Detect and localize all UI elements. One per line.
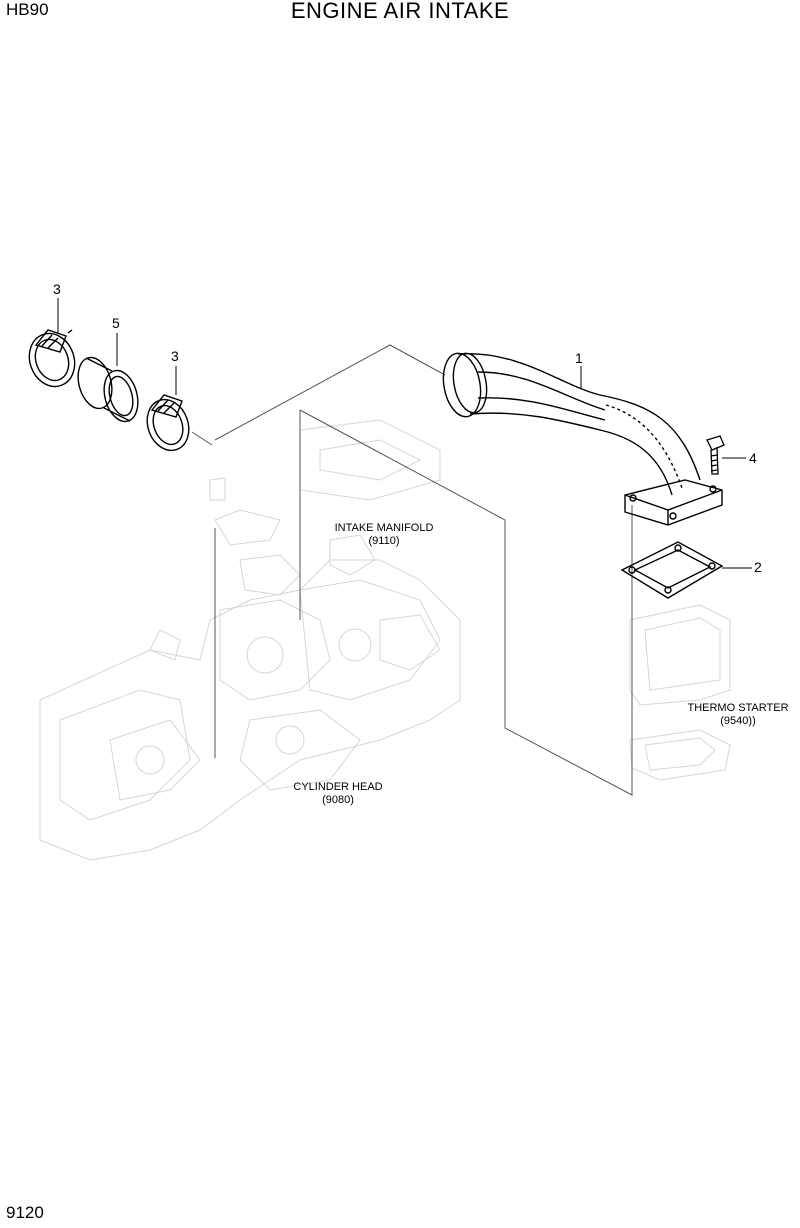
model-code: HB90 bbox=[6, 0, 49, 19]
callout-2: 2 bbox=[754, 559, 762, 575]
hose-clamp-right bbox=[146, 394, 190, 452]
cylinder-head-ghost bbox=[39, 419, 731, 861]
callout-5: 5 bbox=[112, 315, 120, 331]
intake-manifold-name: INTAKE MANIFOLD bbox=[334, 522, 434, 534]
intake-pipe bbox=[442, 352, 723, 526]
intake-manifold-label: INTAKE MANIFOLD (9110) bbox=[322, 522, 446, 548]
callout-4: 4 bbox=[749, 450, 757, 466]
callout-3-right: 3 bbox=[171, 348, 179, 364]
thermo-starter-code: (9540)) bbox=[720, 715, 756, 727]
intake-manifold-code: (9110) bbox=[368, 535, 400, 547]
page-number: 9120 bbox=[6, 1203, 44, 1222]
reference-lines bbox=[191, 344, 633, 796]
thermo-starter-label: THERMO STARTER (9540)) bbox=[676, 702, 800, 728]
gasket bbox=[620, 541, 724, 599]
bolt bbox=[706, 435, 725, 475]
callout-3-left: 3 bbox=[53, 281, 61, 297]
hose-clamp-left bbox=[28, 329, 76, 388]
cylinder-head-label: CYLINDER HEAD (9080) bbox=[276, 781, 400, 807]
thermo-starter-name: THERMO STARTER bbox=[687, 702, 789, 714]
cylinder-head-code: (9080) bbox=[322, 794, 354, 806]
page-title: ENGINE AIR INTAKE bbox=[290, 0, 510, 23]
hose-sleeve bbox=[77, 356, 139, 423]
callout-1: 1 bbox=[575, 350, 583, 366]
cylinder-head-name: CYLINDER HEAD bbox=[293, 781, 383, 793]
callout-leaders bbox=[57, 298, 752, 569]
